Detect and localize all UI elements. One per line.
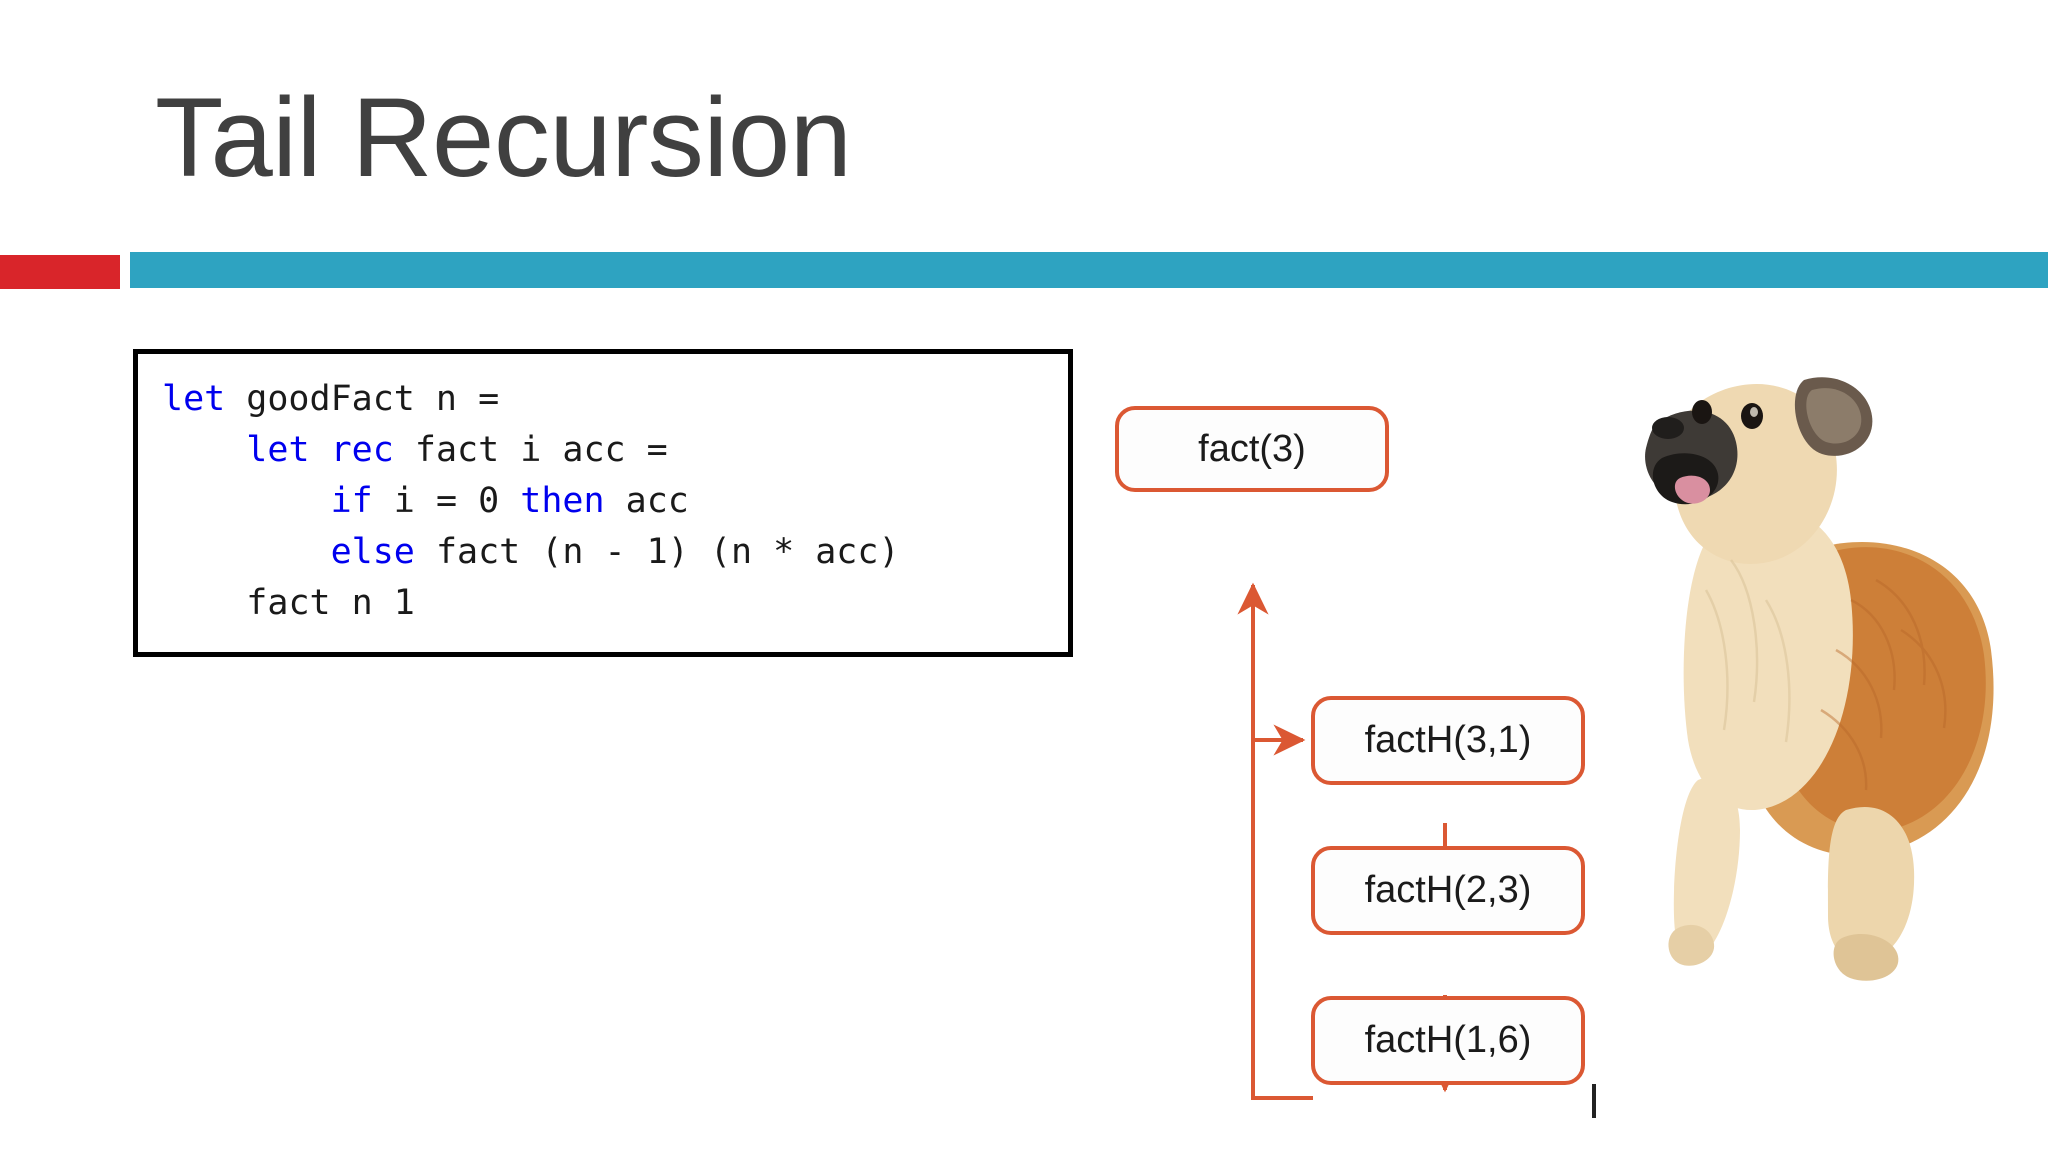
diagram-node-label: factH(2,3) <box>1365 869 1532 911</box>
code-keyword: rec <box>330 430 394 470</box>
accent-bar-red <box>0 255 120 289</box>
diagram-node-label: factH(3,1) <box>1365 719 1532 761</box>
diagram-node-factH31: factH(3,1) <box>1311 696 1585 785</box>
code-keyword: if <box>330 481 373 521</box>
diagram-node-factH23: factH(2,3) <box>1311 846 1585 935</box>
diagram-node-label: factH(1,6) <box>1365 1019 1532 1061</box>
code-block: let goodFact n = let rec fact i acc = if… <box>133 349 1073 657</box>
text-caret <box>1592 1084 1596 1118</box>
accent-bar-teal <box>130 252 2048 288</box>
dog-photo <box>1636 350 2026 995</box>
dog-illustration <box>1645 377 1994 981</box>
recursion-diagram: fact(3) factH(3,1) factH(2,3) factH(1,6)… <box>1080 340 1640 1140</box>
diagram-node-fact3: fact(3) <box>1115 406 1389 492</box>
code-keyword: else <box>330 532 415 572</box>
code-keyword: let <box>162 379 226 419</box>
code-text: let goodFact n = let rec fact i acc = if… <box>162 379 900 623</box>
code-keyword: let <box>246 430 310 470</box>
diagram-node-label: fact(3) <box>1198 428 1306 470</box>
code-keyword: then <box>520 481 605 521</box>
edge-return-result-to-fact3 <box>1237 582 1313 1100</box>
page-title: Tail Recursion <box>155 75 852 200</box>
diagram-node-factH16: factH(1,6) <box>1311 996 1585 1085</box>
